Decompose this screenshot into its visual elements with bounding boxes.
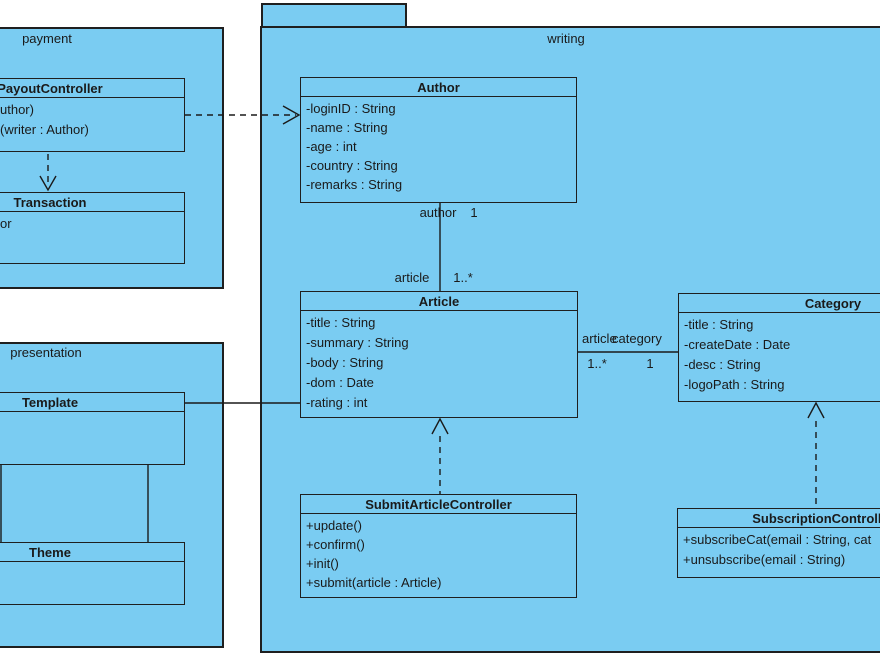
label-category-role[interactable]: category [612, 331, 662, 346]
class-member: -title : String [306, 315, 376, 330]
class-subscription-controller-title: SubscriptionController [678, 509, 880, 528]
class-member: -desc : String [684, 357, 761, 372]
class-author-title: Author [301, 78, 576, 97]
class-subscription-controller[interactable]: SubscriptionController +subscribeCat(ema… [677, 508, 880, 578]
class-member: uthor) [0, 102, 34, 117]
label-author-multiplicity[interactable]: 1 [470, 205, 478, 220]
class-transaction[interactable]: Transaction or [0, 192, 185, 264]
class-member: +update() [306, 518, 363, 533]
class-member: +subscribeCat(email : String, cat [683, 532, 872, 547]
class-member: +confirm() [306, 537, 365, 552]
class-member: -name : String [306, 120, 388, 135]
class-member: +submit(article : Article) [306, 575, 442, 590]
class-transaction-title: Transaction [0, 193, 184, 212]
class-member: +init() [306, 556, 339, 571]
class-member: -title : String [684, 317, 754, 332]
package-presentation-name: presentation [10, 345, 82, 360]
package-payment-name: payment [22, 31, 72, 46]
class-member: (writer : Author) [0, 122, 89, 137]
class-theme-title: Theme [0, 543, 184, 562]
class-template[interactable]: Template [0, 392, 185, 465]
class-member: -age : int [306, 139, 357, 154]
label-article-multiplicity-2[interactable]: 1..* [587, 356, 607, 371]
class-member: -body : String [306, 355, 384, 370]
class-member: -remarks : String [306, 177, 403, 192]
class-member: +unsubscribe(email : String) [683, 552, 846, 567]
package-writing-tab[interactable] [261, 3, 407, 28]
class-member: or [0, 216, 12, 231]
class-author[interactable]: Author -loginID : String -name : String … [300, 77, 577, 203]
class-category-title: Category [679, 294, 880, 313]
label-article-role[interactable]: article [394, 270, 430, 285]
class-member: -dom : Date [306, 375, 374, 390]
label-article-role-2[interactable]: article [582, 331, 617, 346]
label-category-multiplicity[interactable]: 1 [646, 356, 654, 371]
class-member: -country : String [306, 158, 398, 173]
class-submit-article-controller-title: SubmitArticleController [301, 495, 576, 514]
class-submit-article-controller[interactable]: SubmitArticleController +update() +confi… [300, 494, 577, 598]
class-member: -createDate : Date [684, 337, 791, 352]
class-category[interactable]: Category -title : String -createDate : D… [678, 293, 880, 402]
package-writing-name: writing [547, 31, 585, 46]
class-member: -logoPath : String [684, 377, 785, 392]
class-article[interactable]: Article -title : String -summary : Strin… [300, 291, 578, 418]
class-member: -loginID : String [306, 101, 396, 116]
class-theme[interactable]: Theme [0, 542, 185, 605]
class-payout-controller-title: PayoutController [0, 79, 184, 98]
class-payout-controller[interactable]: PayoutController uthor) (writer : Author… [0, 78, 185, 152]
class-template-title: Template [0, 393, 184, 412]
class-member: -rating : int [306, 395, 368, 410]
label-article-multiplicity[interactable]: 1..* [453, 270, 473, 285]
class-article-title: Article [301, 292, 577, 311]
class-member: -summary : String [306, 335, 409, 350]
label-author-role[interactable]: author [419, 205, 457, 220]
